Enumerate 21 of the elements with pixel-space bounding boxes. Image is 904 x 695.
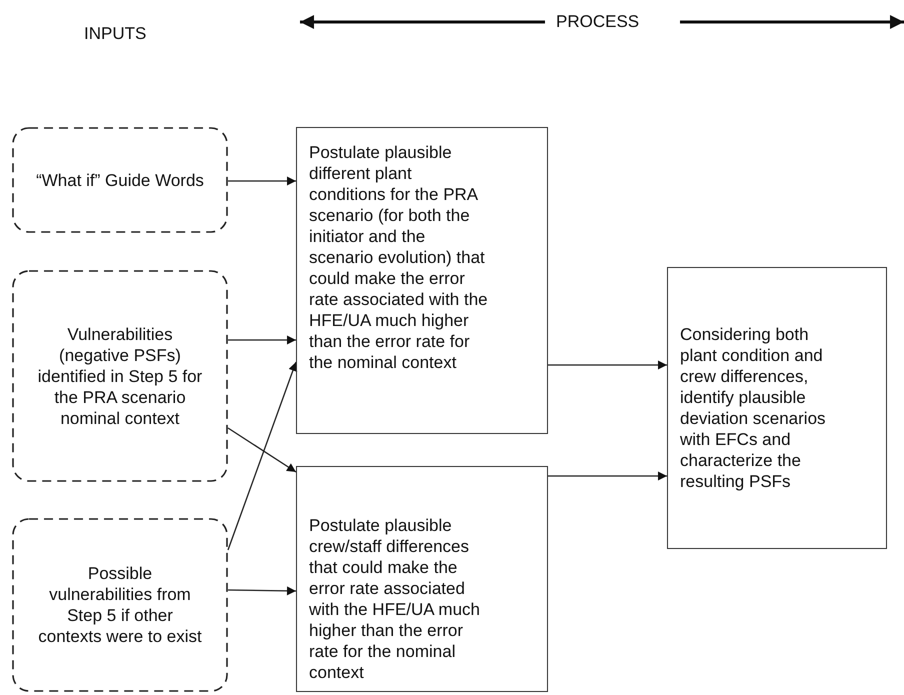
arrow [228,336,296,344]
box-text: Vulnerabilities (negative PSFs) identified in Step 5 for the PRA scenario nominal context [36,324,204,428]
box-text: Postulate plausible different plant conditions for the PRA scenario (for both the initiator and the scenario evolution) that could make the error rate associated with the HFE/UA much higher than the error rate for the nominal context [309,142,489,373]
process-box [667,267,887,549]
box-text: “What if” Guide Words [36,170,204,190]
arrow [548,360,667,370]
process-box [296,466,548,692]
arrow [227,362,298,550]
arrow [228,427,296,473]
input-box [12,127,228,233]
heading-label: PROCESS [556,12,640,32]
process-box [296,127,548,434]
box-text: Possible vulnerabilities from Step 5 if other contexts were to exist [37,563,203,647]
box-text: Postulate plausible crew/staff differences that could make the error rate associated with the HFE/UA much higher than the error rate for the nominal context [309,515,482,683]
input-box [12,518,228,692]
arrow [548,472,667,480]
input-box [12,270,228,482]
heading-label: INPUTS [84,24,146,44]
box-text: Considering both plant condition and crew differences, identify plausible deviation scenarios with EFCs and characterize the resulting PSFs [680,324,827,492]
arrow [228,176,296,186]
arrow [228,586,296,596]
